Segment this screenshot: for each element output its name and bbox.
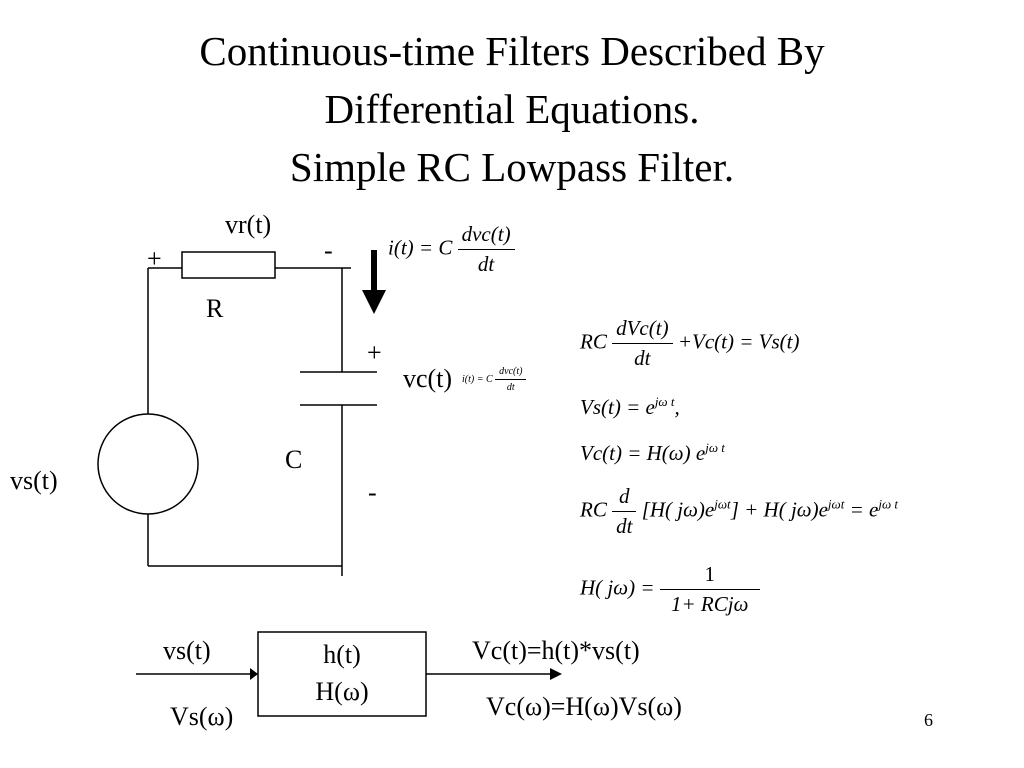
ode-post: +Vc(t) = Vs(t) — [677, 329, 800, 354]
capacitor-minus-sign: - — [368, 478, 377, 507]
transfer-lhs: H( jω) = — [580, 575, 655, 600]
input-arrowhead — [250, 668, 258, 680]
transfer-num: 1 — [704, 562, 715, 586]
block-label-freq: H(ω) — [315, 677, 369, 706]
capacitor-label: C — [285, 445, 303, 474]
subst-mid2: ] + H( jω)e — [730, 497, 828, 522]
subst-den: dt — [612, 511, 637, 539]
subst-exp1: jωt — [714, 496, 731, 512]
output-arrowhead — [550, 668, 562, 680]
resistor-label: R — [206, 294, 224, 323]
block-input-time-label: vs(t) — [163, 636, 211, 665]
page-number: 6 — [924, 710, 933, 730]
transfer-function-equation: H( jω) = 1 1+ RCjω — [580, 562, 760, 617]
current-small-num: dvc(t) — [499, 366, 523, 377]
current-eq-den: dt — [457, 249, 515, 277]
block-output-freq-label: Vc(ω)=H(ω)Vs(ω) — [486, 692, 682, 721]
output-exp: jω t — [705, 440, 725, 455]
output-lhs: Vc(t) = H(ω) e — [580, 441, 706, 465]
input-tail: , — [674, 395, 680, 419]
current-small-den: dt — [495, 379, 527, 393]
title-line-1: Continuous-time Filters Described By — [199, 28, 825, 74]
subst-mid1: [H( jω)e — [641, 497, 715, 522]
transfer-den: 1+ RCjω — [659, 589, 760, 617]
resistor-voltage-label: vr(t) — [225, 210, 272, 239]
current-arrow — [362, 250, 386, 314]
current-equation-small: i(t) = C dvc(t) dt — [462, 366, 527, 393]
subst-mid3: = e — [844, 497, 879, 522]
resistor-minus-sign: - — [324, 236, 333, 265]
title-line-3: Simple RC Lowpass Filter. — [289, 144, 735, 190]
ode-den: dt — [612, 343, 673, 371]
subst-exp3: jω t — [878, 496, 899, 512]
input-equation: Vs(t) = ejω t, — [580, 394, 680, 420]
output-equation: Vc(t) = H(ω) ejω t — [580, 440, 725, 466]
ode-num: dVc(t) — [616, 316, 669, 340]
input-exp: jω t — [654, 394, 675, 409]
current-equation: i(t) = C dvc(t) dt — [388, 222, 515, 277]
resistor-plus-sign: + — [147, 244, 162, 273]
title-line-2: Differential Equations. — [324, 86, 700, 132]
capacitor-plus-sign: + — [367, 338, 382, 367]
subst-num: d — [619, 484, 630, 508]
current-eq-num: dvc(t) — [461, 222, 511, 246]
source-label: vs(t) — [10, 466, 58, 495]
input-lhs: Vs(t) = e — [580, 395, 655, 419]
block-label-time: h(t) — [323, 640, 361, 669]
current-small-lhs: i(t) = C — [462, 373, 493, 385]
ode-equation: RC dVc(t) dt +Vc(t) = Vs(t) — [580, 316, 799, 371]
slide-title: Continuous-time Filters Described By Dif… — [0, 22, 1024, 196]
subst-pre: RC — [580, 497, 607, 522]
capacitor-voltage-label: vc(t) — [403, 364, 453, 393]
current-eq-lhs: i(t) = C — [388, 235, 453, 260]
block-input-freq-label: Vs(ω) — [170, 702, 234, 731]
ode-pre: RC — [580, 329, 607, 354]
resistor-symbol — [181, 251, 276, 279]
subst-exp2: jωt — [827, 496, 845, 512]
block-output-time-label: Vc(t)=h(t)*vs(t) — [472, 636, 640, 665]
